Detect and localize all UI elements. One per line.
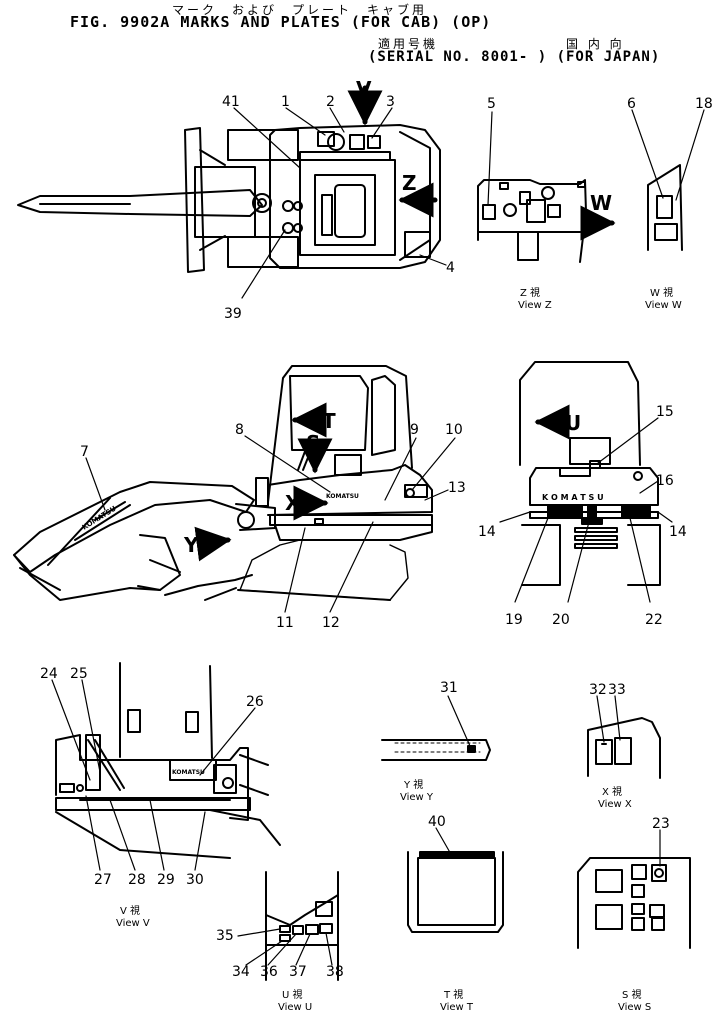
view-y-arrow: [194, 526, 232, 562]
japanese-country-label: 国 内 向: [566, 37, 625, 51]
view-w-drawing: [647, 164, 683, 251]
top-view-leaders: [233, 107, 447, 299]
view-x-leaders: [596, 695, 621, 743]
figure-title: FIG. 9902A MARKS AND PLATES (FOR CAB) (O…: [70, 13, 492, 31]
rear-view-leaders: [499, 417, 673, 603]
view-x-drawing: [587, 717, 661, 779]
side-view-machine: [13, 365, 433, 601]
leader-5: [487, 111, 493, 206]
japanese-title: マーク および プレート キャブ用: [172, 3, 428, 17]
serial-number-line: (SERIAL NO. 8001- ) (FOR JAPAN): [368, 49, 661, 65]
view-t-drawing: [407, 851, 504, 933]
view-u-drawing: [265, 871, 339, 981]
view-z-drawing: [477, 179, 587, 263]
top-view-machine: [17, 124, 441, 273]
view-v-leaders: [51, 679, 256, 871]
view-y-drawing: [381, 739, 491, 761]
view-s-drawing: [577, 857, 691, 949]
japanese-serial-label: 適用号機: [378, 37, 439, 51]
rear-view-machine: [519, 361, 661, 586]
side-view-leaders: [85, 435, 456, 613]
view-u-leaders: [237, 928, 333, 966]
leader-40: [435, 827, 453, 857]
view-w-leaders: [631, 109, 705, 201]
leader-31: [447, 695, 471, 747]
view-v-drawing: [55, 662, 281, 859]
